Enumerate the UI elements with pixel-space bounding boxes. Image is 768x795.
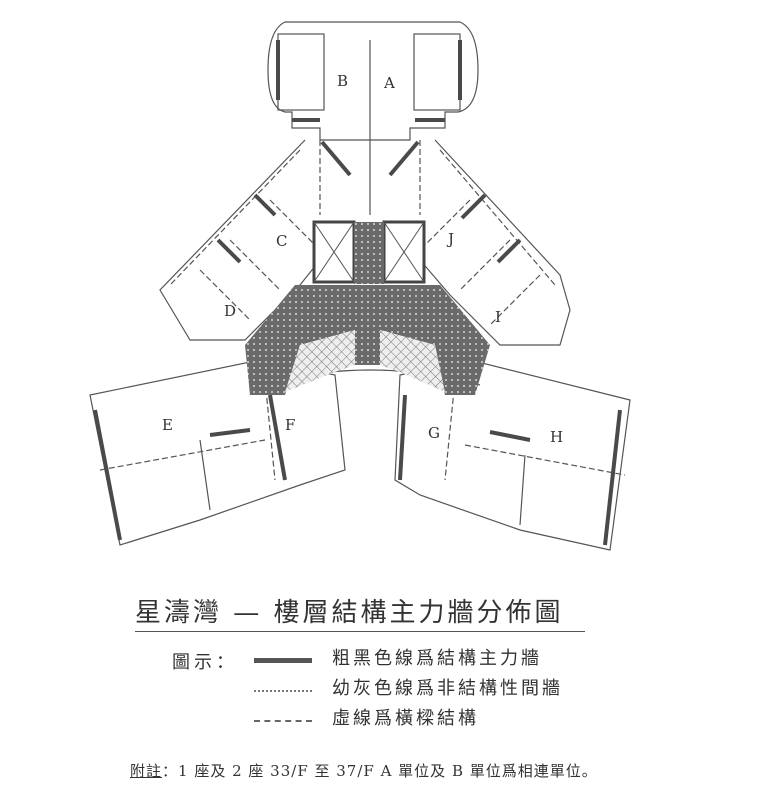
footnote: 附註：1 座及 2 座 33/F 至 37/F A 單位及 B 單位爲相連單位。 — [130, 760, 598, 781]
legend-item-beam: 虛線爲橫樑結構 — [254, 708, 654, 732]
unit-label-a: A — [383, 74, 395, 92]
legend-text: 虛線爲橫樑結構 — [332, 708, 479, 729]
footnote-label: 附註 — [130, 762, 163, 780]
floor-plan: A B C D E F G H I J — [89, 21, 631, 551]
footnote-text: ：1 座及 2 座 33/F 至 37/F A 單位及 B 單位爲相連單位。 — [162, 762, 598, 780]
thin-line-swatch — [254, 690, 312, 692]
dashed-line-swatch — [254, 720, 312, 722]
thick-line-swatch — [254, 658, 312, 663]
unit-label-g: G — [428, 424, 440, 442]
legend-text: 幼灰色線爲非結構性間牆 — [332, 678, 563, 699]
unit-label-i: I — [495, 308, 501, 326]
unit-label-f: F — [285, 416, 295, 434]
legend-heading: 圖示： — [172, 652, 238, 673]
legend-item-partition-wall: 幼灰色線爲非結構性間牆 — [254, 678, 654, 702]
unit-label-e: E — [162, 416, 173, 434]
unit-label-b: B — [337, 72, 348, 90]
legend-text: 粗黑色線爲結構主力牆 — [332, 648, 542, 669]
legend-item-structural-wall: 粗黑色線爲結構主力牆 — [254, 648, 654, 672]
unit-label-h: H — [550, 428, 563, 446]
unit-label-d: D — [224, 302, 236, 320]
unit-label-c: C — [276, 232, 287, 250]
unit-label-j: J — [446, 230, 454, 248]
unit-labels: A B C D E F G H I J — [162, 72, 563, 446]
page-title: 星濤灣 — 樓層結構主力牆分佈圖 — [135, 592, 585, 632]
